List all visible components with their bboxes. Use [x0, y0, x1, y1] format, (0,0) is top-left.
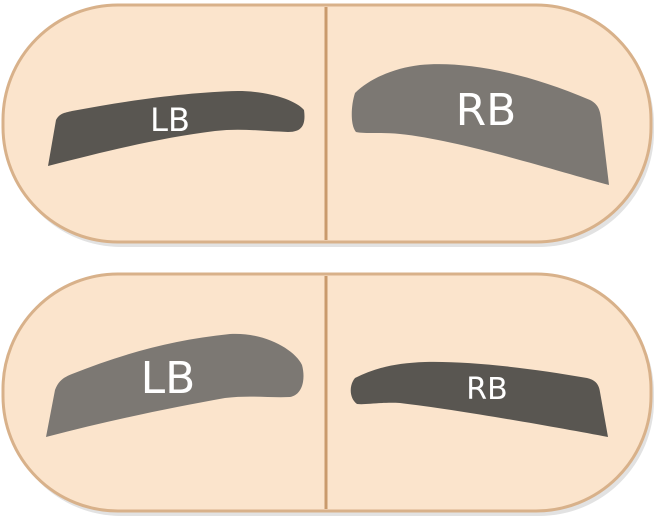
bottom-left-eyebrow-label: LB	[141, 353, 196, 404]
top-right-eyebrow	[351, 64, 609, 185]
top-right-eyebrow-label: RB	[456, 85, 517, 136]
bottom-right-eyebrow-label: RB	[466, 372, 507, 407]
bottom-panel: LB RB	[1, 272, 654, 516]
bottom-right-eyebrow	[350, 361, 608, 437]
top-left-eyebrow	[48, 91, 305, 166]
bottom-left-eyebrow	[46, 333, 304, 437]
top-left-eyebrow-label: LB	[150, 101, 190, 139]
top-panel: LB RB	[1, 3, 654, 247]
